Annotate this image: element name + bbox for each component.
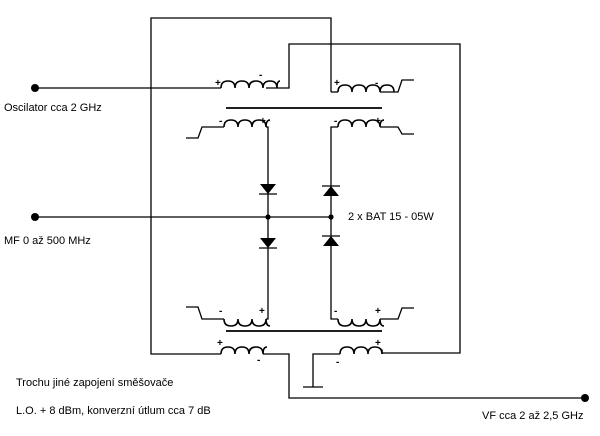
- polarity-plus: +: [375, 338, 381, 349]
- diode-right-upper: [322, 185, 340, 217]
- coil-top-right-secondary: [330, 79, 414, 93]
- top-transformer: [35, 79, 414, 185]
- oscillator-label: Oscilator cca 2 GHz: [4, 102, 102, 114]
- polarity-minus: -: [334, 116, 337, 127]
- junction-dot: [328, 214, 334, 220]
- oscillator-terminal: [31, 84, 39, 92]
- polarity-plus: +: [375, 306, 381, 317]
- polarity-minus: -: [219, 306, 222, 317]
- diode-left-upper: [259, 184, 277, 217]
- coil-bottom-right-upper: [330, 307, 414, 327]
- coil-bottom-left-lower: [220, 346, 585, 399]
- bottom-transformer: [186, 306, 585, 399]
- junction-dot: [265, 214, 271, 220]
- rf-terminal: [581, 394, 589, 402]
- coil-top-left-secondary: [186, 119, 271, 185]
- polarity-minus: -: [375, 78, 378, 89]
- if-terminal: [31, 213, 39, 221]
- if-port-label: MF 0 až 500 MHz: [4, 235, 91, 247]
- polarity-minus: -: [336, 357, 339, 368]
- diode-network: [35, 184, 340, 310]
- polarity-plus: +: [215, 78, 221, 89]
- polarity-plus: +: [375, 116, 381, 127]
- diode-right-lower: [322, 217, 340, 310]
- polarity-minus: -: [334, 306, 337, 317]
- polarity-plus: +: [259, 306, 265, 317]
- coil-bottom-right-lower: [303, 346, 383, 388]
- rf-port-label: VF cca 2 až 2,5 GHz: [482, 410, 583, 422]
- polarity-minus: -: [219, 116, 222, 127]
- coil-oscillator-primary: [35, 80, 281, 89]
- note-specs: L.O. + 8 dBm, konverzní útlum cca 7 dB: [16, 405, 211, 417]
- coil-top-right-lower: [330, 119, 414, 185]
- polarity-marks: + - + - - + - + - + - + + - - +: [215, 70, 381, 368]
- polarity-minus: -: [257, 355, 260, 366]
- polarity-plus: +: [334, 78, 340, 89]
- polarity-plus: +: [260, 116, 266, 127]
- diode-label: 2 x BAT 15 - 05W: [348, 211, 434, 223]
- outer-frame: [150, 17, 461, 355]
- diode-left-lower: [259, 217, 277, 310]
- note-title: Trochu jiné zapojení směšovače: [16, 377, 173, 389]
- polarity-minus: -: [259, 70, 262, 81]
- polarity-plus: +: [217, 338, 223, 349]
- coil-bottom-left-upper: [186, 306, 271, 327]
